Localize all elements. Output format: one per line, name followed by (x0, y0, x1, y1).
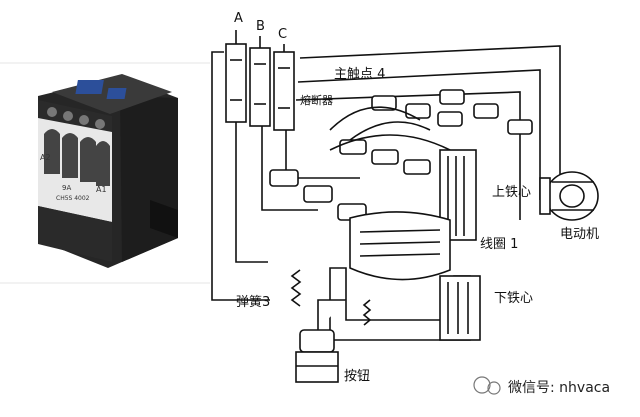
label-lower-core: 下铁心 (494, 291, 533, 306)
label-terminal-a: A (234, 11, 243, 26)
photo-text-a1: A1 (96, 185, 107, 194)
watermark: 微信号: nhvaca (473, 376, 610, 396)
label-upper-core: 上铁心 (492, 185, 531, 200)
label-button: 按钮 (344, 369, 370, 384)
fuse-block (225, 30, 295, 131)
label-spring: 弹簧3 (236, 294, 270, 310)
label-terminal-c: C (278, 27, 287, 42)
schematic (211, 30, 599, 383)
watermark-text: 微信号: nhvaca (508, 380, 610, 396)
motor (539, 171, 599, 221)
label-coil: 线圈 1 (480, 237, 518, 252)
push-button (295, 299, 346, 383)
lower-core (329, 267, 481, 341)
label-main-contacts: 主触点 4 (334, 67, 385, 82)
label-fuse: 熔断器 (300, 93, 333, 107)
photo-text-a2: A2 (40, 153, 51, 162)
label-motor: 电动机 (560, 227, 599, 242)
photo-text-model: CH5S 4002 (56, 195, 90, 202)
photo-text-rating: 9A (62, 184, 71, 192)
label-terminal-b: B (256, 19, 265, 34)
contactor-photo: A2 A1 9A CH5S 4002 (38, 74, 178, 268)
coil (349, 211, 451, 281)
main-contacts (269, 89, 533, 221)
